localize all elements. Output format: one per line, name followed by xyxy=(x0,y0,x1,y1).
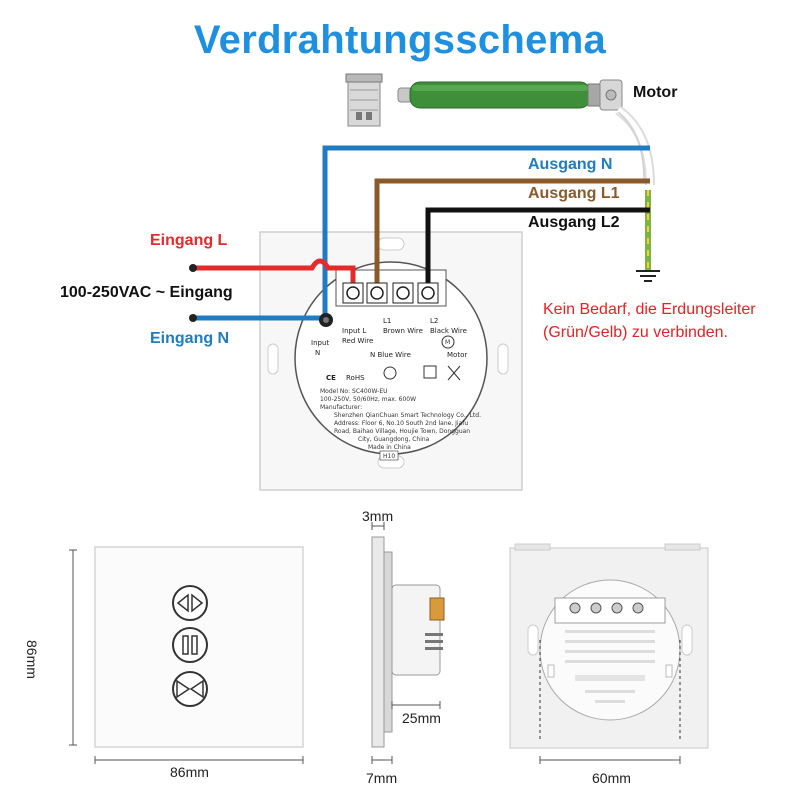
output-l2-label: Ausgang L2 xyxy=(528,214,620,231)
width-dimension: 86mm xyxy=(170,764,209,780)
module-l2: L2 xyxy=(430,317,438,325)
module-label: Input L Red Wire L1 Brown Wire L2 Black … xyxy=(311,317,481,461)
stop-button-icon xyxy=(172,627,208,663)
indoor-icon xyxy=(423,365,437,379)
module-manufacturer: Manufacturer: xyxy=(320,404,362,411)
module-red-wire: Red Wire xyxy=(342,337,373,345)
box-dimension: 60mm xyxy=(592,770,631,786)
wires xyxy=(195,145,650,321)
module-company: Shenzhen QianChuan Smart Technology Co.,… xyxy=(334,412,481,419)
module-rating: 100-250V, 50/60Hz, max. 600W xyxy=(320,396,416,403)
module-l1: L1 xyxy=(383,317,391,325)
module-blue-wire: N Blue Wire xyxy=(370,351,411,359)
total-depth-dimension: 7mm xyxy=(366,770,398,786)
input-n-terminal xyxy=(189,314,197,322)
ce-mark-icon: CE xyxy=(326,374,336,382)
module-input: Input xyxy=(311,339,329,347)
recycle-icon xyxy=(383,366,397,380)
roller-shutter-icon xyxy=(345,73,383,127)
module-n: N xyxy=(315,349,320,357)
module-black-wire: Black Wire xyxy=(430,327,467,335)
page-title: Verdrahtungsschema xyxy=(193,18,607,62)
module-address2: Road, Baihao Village, Houjie Town, Dongg… xyxy=(334,428,470,435)
output-n-label: Ausgang N xyxy=(528,156,613,173)
input-n-label: Eingang N xyxy=(150,330,230,347)
module-made-in: Made in China xyxy=(368,444,411,451)
input-l-label: Eingang L xyxy=(150,232,228,249)
switch-back-plate xyxy=(259,231,523,491)
module-address1: Address: Floor 6, No.10 South 2nd lane, … xyxy=(334,420,468,427)
open-button-icon xyxy=(172,585,208,621)
rohs-icon: RoHS xyxy=(346,374,365,382)
terminal-block xyxy=(319,282,439,327)
input-voltage-label: 100-250VAC ~ Eingang xyxy=(60,284,233,301)
switch-front-view xyxy=(94,546,304,748)
height-dimension: 86mm xyxy=(24,640,40,679)
module-address3: City, Guangdong, China xyxy=(358,436,430,443)
module-motor: Motor xyxy=(447,351,467,359)
dimension-lines-side xyxy=(371,522,441,764)
module-input-l: Input L xyxy=(342,327,366,335)
dimension-lines-back xyxy=(539,756,681,764)
switch-back-view xyxy=(509,543,709,749)
module-code: H10 xyxy=(383,453,395,460)
module-model: Model No: SC400W-EU xyxy=(320,388,388,395)
motor-symbol-icon xyxy=(441,335,455,349)
output-l1-label: Ausgang L1 xyxy=(528,185,620,202)
glass-dimension: 3mm xyxy=(362,508,394,524)
tubular-motor-icon xyxy=(397,79,623,111)
input-l-terminal xyxy=(189,264,197,272)
dimension-lines-front xyxy=(69,549,304,764)
motor-cable xyxy=(615,105,655,186)
switch-side-view xyxy=(371,536,445,748)
body-depth-dimension: 25mm xyxy=(402,710,441,726)
motor-label: Motor xyxy=(633,84,678,101)
module-brown-wire: Brown Wire xyxy=(383,327,423,335)
svg-text:M: M xyxy=(445,339,450,346)
ground-wire xyxy=(636,190,660,282)
ground-note: Kein Bedarf, die Erdungsleiter (Grün/Gel… xyxy=(543,301,756,341)
